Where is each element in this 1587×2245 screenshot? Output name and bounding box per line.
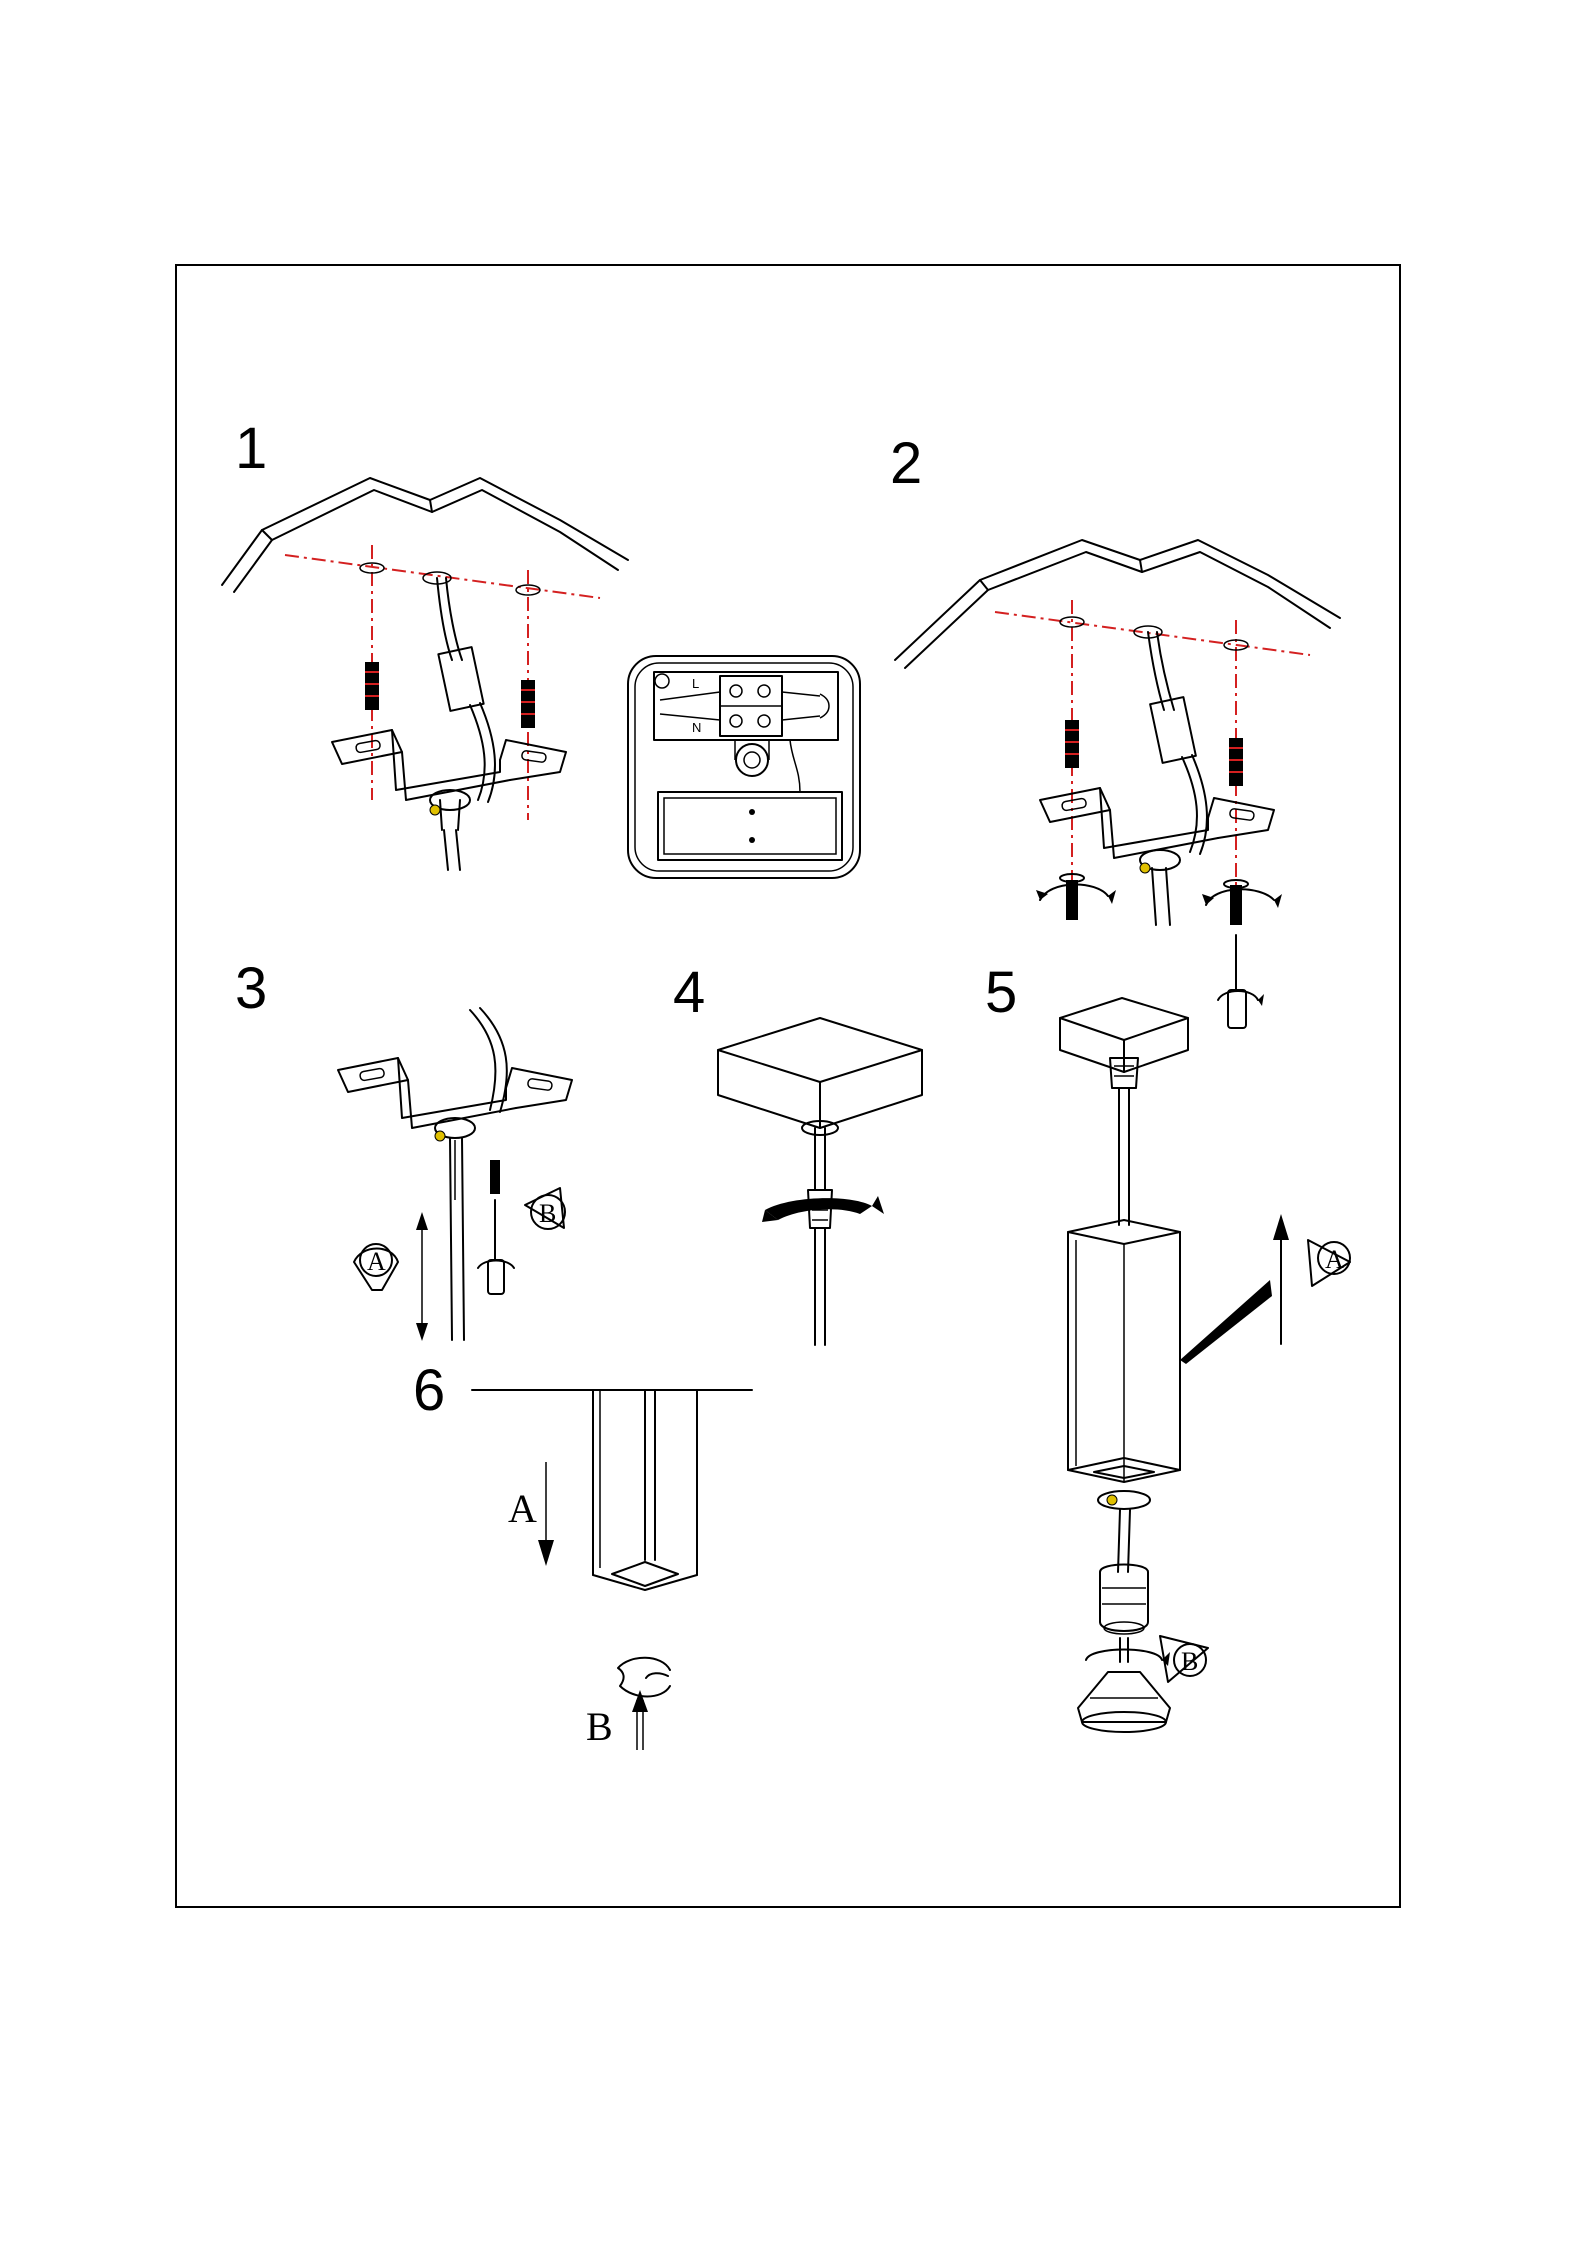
step-2-screwdriver-icon: [1218, 935, 1264, 1028]
step-4-rotate-arrow: [762, 1196, 884, 1222]
step-6-lamp-body: [593, 1390, 697, 1590]
step-3-label-b: B: [539, 1199, 556, 1228]
terminal-label-n: N: [692, 720, 701, 735]
terminal-block-inset: L N: [628, 656, 860, 878]
step-1-cable: [423, 572, 495, 802]
step-4: 4: [673, 960, 922, 1345]
step-6-arrow-b: B: [586, 1690, 648, 1750]
step-3-arrow-b: B: [525, 1188, 565, 1229]
step-6-label-b: B: [586, 1704, 613, 1749]
step-1-mounting-bracket: [332, 730, 566, 870]
step-1: 1: [222, 416, 628, 870]
step-1-number: 1: [235, 416, 267, 481]
step-5-gu10-bulb: [1078, 1672, 1170, 1732]
step-4-cable-gland: [808, 1128, 832, 1345]
step-6-label-a: A: [508, 1486, 537, 1531]
step-2-screw-left: [1036, 874, 1116, 920]
step-5-canopy: [1060, 998, 1188, 1088]
step-2-cable: [1134, 626, 1207, 854]
step-6-number: 6: [413, 1358, 445, 1423]
step-5: 5 A: [985, 960, 1350, 1732]
step-1-drilling-axis: [285, 545, 600, 820]
step-3: 3 A: [235, 956, 572, 1341]
step-3-arrow-a: A: [354, 1212, 428, 1341]
step-2-ceiling: [895, 540, 1340, 668]
terminal-label-l: L: [692, 676, 699, 691]
step-2-screw-right: [1202, 880, 1282, 925]
step-2: 2: [890, 431, 1340, 1028]
step-5-suspension-cable: [1119, 1088, 1129, 1225]
step-3-cable: [450, 1138, 464, 1340]
step-3-screw: [478, 1160, 514, 1294]
step-6-arrow-a: A: [508, 1462, 554, 1566]
step-5-number: 5: [985, 960, 1017, 1025]
step-5-lamp-body: [1068, 1220, 1180, 1482]
step-6-retaining-clip: [618, 1658, 670, 1697]
step-4-number: 4: [673, 960, 705, 1025]
step-4-canopy: [718, 1018, 922, 1135]
step-5-gland-ring: [1098, 1491, 1150, 1572]
step-3-label-a: A: [367, 1247, 386, 1276]
step-6: 6 A B: [413, 1358, 752, 1750]
step-3-mounting-bracket: [338, 1008, 572, 1141]
step-2-number: 2: [890, 431, 922, 496]
step-3-number: 3: [235, 956, 267, 1021]
step-5-lamp-socket: [1086, 1565, 1170, 1667]
step-5-label-b: B: [1181, 1647, 1198, 1676]
step-5-label-a: A: [1325, 1245, 1344, 1274]
step-5-arrow-a: A: [1180, 1214, 1350, 1364]
step-2-drilling-axis: [995, 600, 1310, 900]
